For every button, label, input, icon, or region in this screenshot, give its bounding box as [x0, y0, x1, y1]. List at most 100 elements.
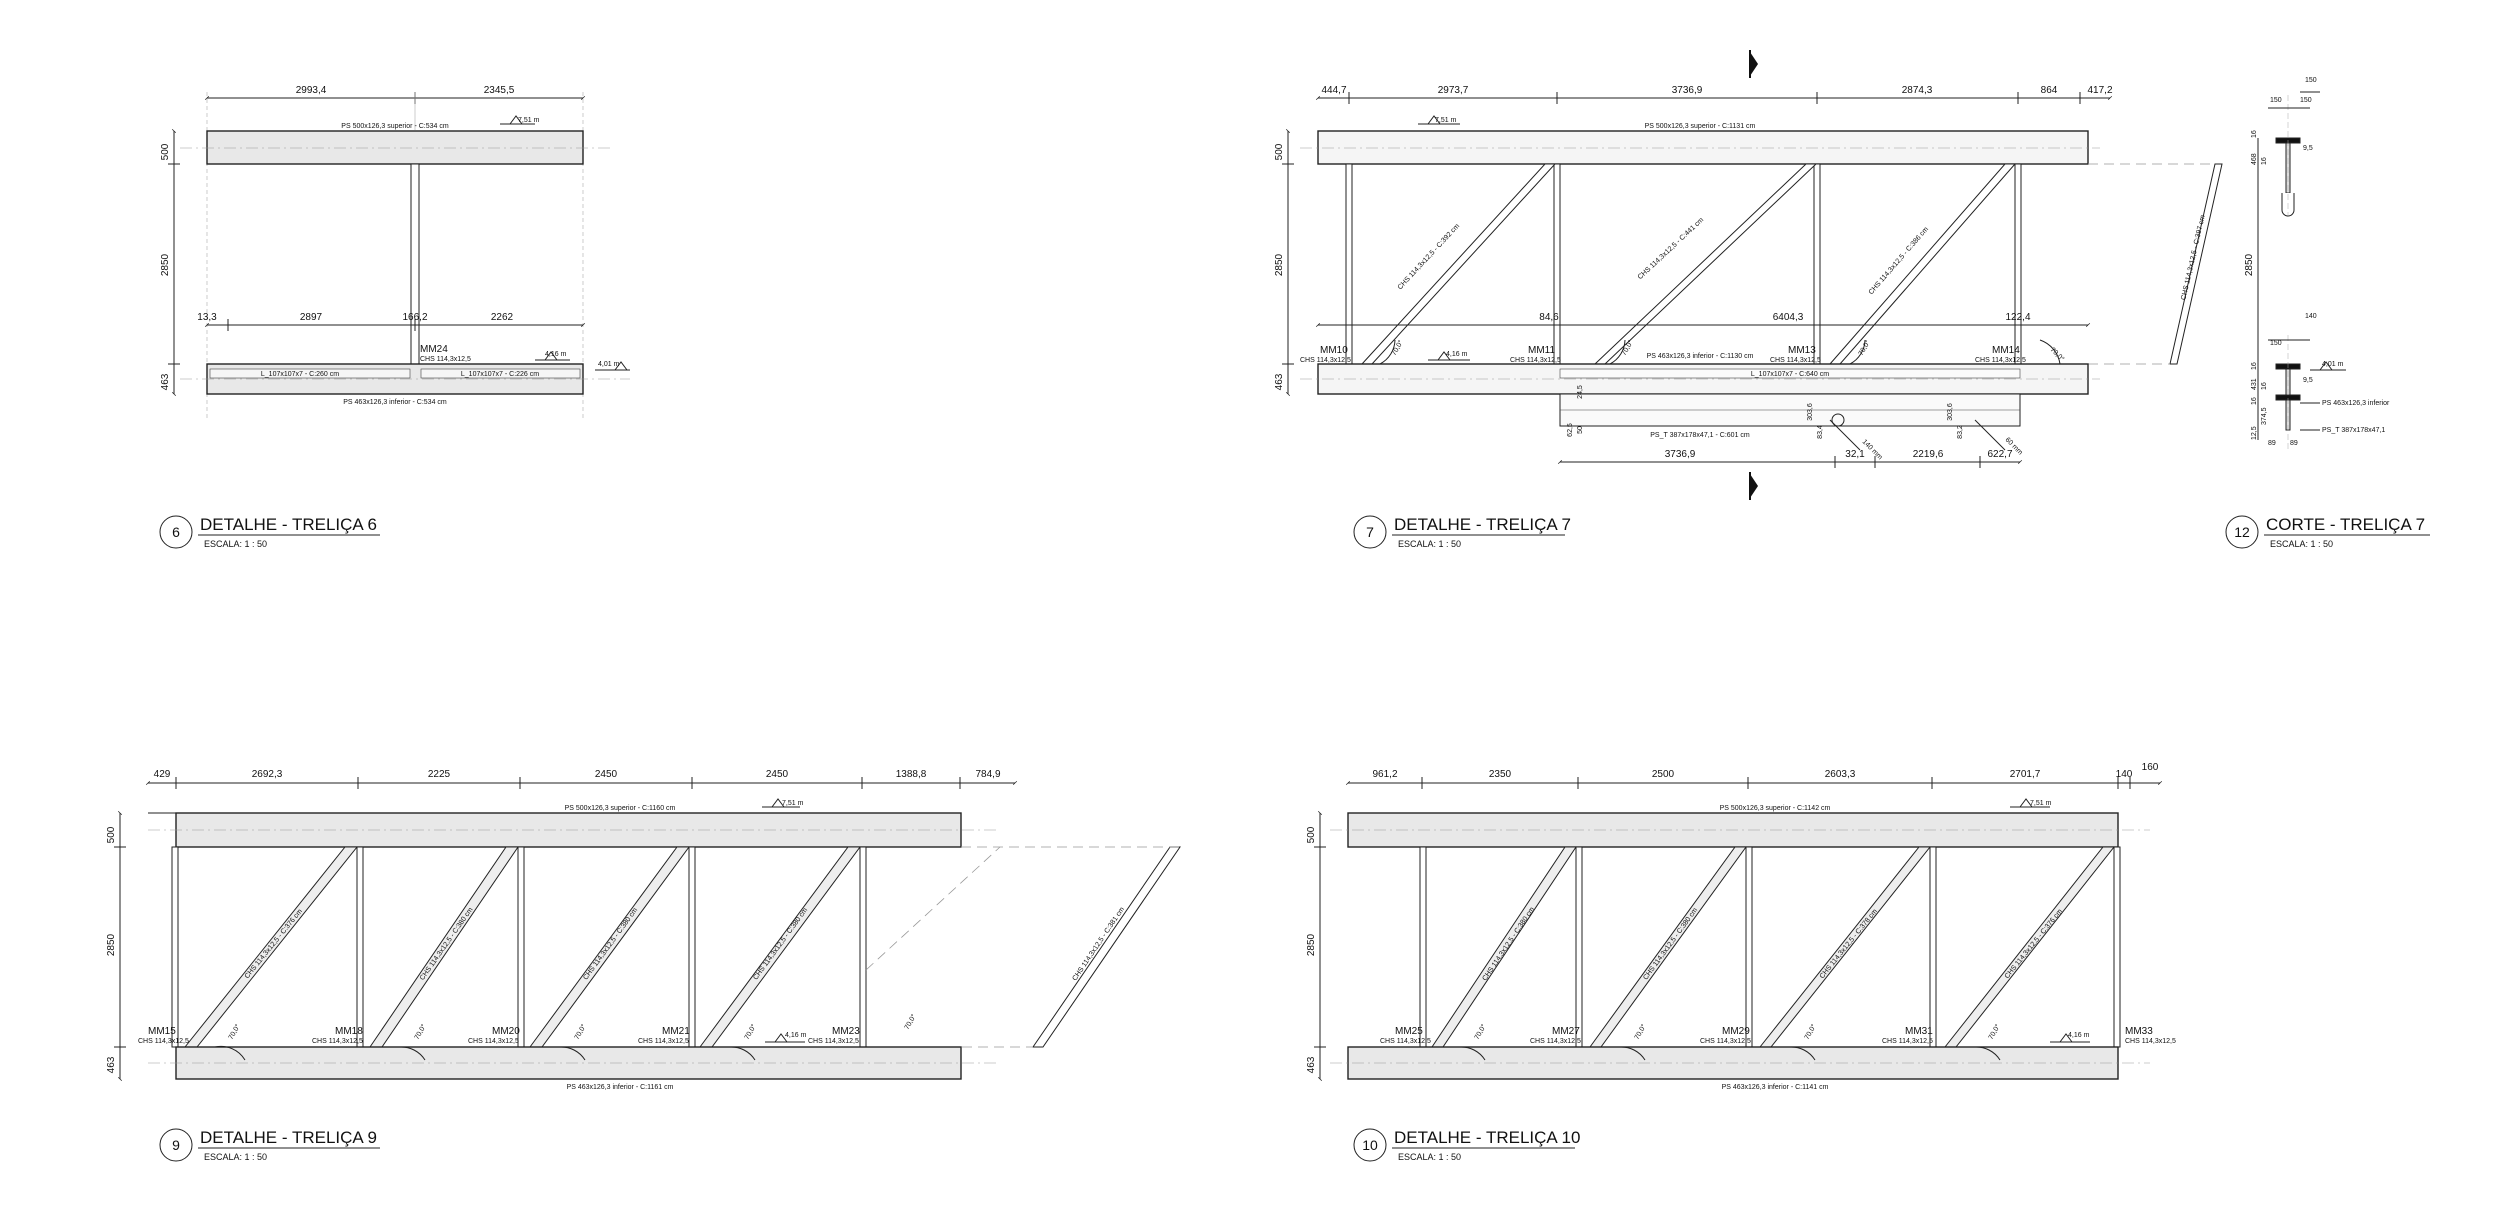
- t6-elev-top: 7,51 m: [518, 117, 540, 124]
- s12-dim-14: 9,5: [2303, 377, 2313, 384]
- t10-mm-3: MM29: [1722, 1026, 1750, 1037]
- t7-dim-top-3: 3736,9: [1672, 85, 1703, 96]
- t7-elev-top: 7,51 m: [1435, 117, 1457, 124]
- t9-top-chord-label: PS 500x126,3 superior - C:1160 cm: [565, 805, 676, 812]
- t10-dim-left-1: 500: [1306, 826, 1317, 843]
- t7-mm-4-spec: CHS 114,3x12,5: [1975, 357, 2026, 364]
- t10-mm-4: MM31: [1905, 1026, 1933, 1037]
- t10-mm-3-spec: CHS 114,3x12,5: [1700, 1038, 1751, 1045]
- t9-mm-1-spec: CHS 114,3x12,5: [138, 1038, 189, 1045]
- t9-mm-4: MM21: [662, 1026, 690, 1037]
- t7-dim-lower-4: 303,6: [1807, 403, 1814, 421]
- t7-dim-mid-2: 6404,3: [1773, 312, 1804, 323]
- t10-dim-top-2: 2350: [1489, 769, 1512, 780]
- truss-10-elevation: [1314, 777, 2163, 1082]
- t7-mm-1: MM10: [1320, 345, 1348, 356]
- t7-title-number: 7: [1366, 524, 1374, 540]
- t7-bottom-chord-label: PS 463x126,3 inferior - C:1130 cm: [1647, 353, 1754, 360]
- t7-mm-3-spec: CHS 114,3x12,5: [1770, 357, 1821, 364]
- t9-title-text: DETALHE - TRELIÇA 9: [200, 1128, 377, 1147]
- s12-dim-7: 9,5: [2303, 145, 2313, 152]
- s12-elev: 4,01 m: [2322, 361, 2344, 368]
- t6-dim-top-2: 2345,5: [484, 85, 515, 96]
- t6-bottom-chord-label: PS 463x126,3 inferior - C:534 cm: [343, 399, 447, 406]
- t6-angle-right-label: L_107x107x7 - C:226 cm: [461, 371, 539, 378]
- s12-dim-10: 150: [2270, 340, 2282, 347]
- s12-dim-2: 150: [2270, 97, 2282, 104]
- s12-dim-8: 2850: [2244, 253, 2255, 276]
- t6-dim-mid-2: 2897: [300, 312, 323, 323]
- truss-6-elevation: [168, 92, 630, 420]
- t9-dim-top-1: 429: [154, 769, 171, 780]
- t9-diag-2: CHS 114,3x12,5 - C:380 cm: [419, 906, 475, 981]
- title-section-12: 12 CORTE - TRELIÇA 7 ESCALA: 1 : 50: [2225, 515, 2430, 549]
- t6-dim-mid-3: 166,2: [402, 312, 427, 323]
- s12-dim-15: 16: [2251, 397, 2258, 405]
- title-truss-6: 6 DETALHE - TRELIÇA 6 ESCALA: 1 : 50: [159, 515, 380, 549]
- t10-diag-4: CHS 114,3x12,5 - C:376 cm: [2004, 908, 2064, 980]
- t9-diag-1: CHS 114,3x12,5 - C:376 cm: [244, 908, 304, 980]
- t7-dim-bottom-2: 32,1: [1845, 449, 1865, 460]
- t7-mm-3: MM13: [1788, 345, 1816, 356]
- t9-elev-bottom: 4,16 m: [785, 1032, 807, 1039]
- t7-mm-1-spec: CHS 114,3x12,5: [1300, 357, 1351, 364]
- t7-dim-top-6: 417,2: [2087, 85, 2112, 96]
- t7-dim-lower-3: 50: [1577, 426, 1584, 434]
- s12-dim-13: 16: [2261, 382, 2268, 390]
- s12-dim-16: 374,5: [2261, 407, 2268, 425]
- t6-top-chord-label: PS 500x126,3 superior - C:534 cm: [341, 123, 449, 130]
- angle-note-t10-1: 70,0°: [1473, 1023, 1488, 1041]
- t7-dim-lower-7: 83,2: [1957, 425, 1964, 439]
- t10-diag-1: CHS 114,3x12,5 - C:380 cm: [1482, 906, 1537, 982]
- t9-dim-top-5: 2450: [766, 769, 789, 780]
- t10-diag-2: CHS 114,3x12,5 - C:380 cm: [1642, 907, 1699, 982]
- t9-mm-3-spec: CHS 114,3x12,5: [468, 1038, 519, 1045]
- s12-dim-3: 150: [2300, 97, 2312, 104]
- s12-title-number: 12: [2234, 524, 2250, 540]
- s12-title-scale: ESCALA: 1 : 50: [2270, 539, 2333, 549]
- t10-elev-top: 7,51 m: [2030, 800, 2052, 807]
- t7-title-text: DETALHE - TRELIÇA 7: [1394, 515, 1571, 534]
- t7-dim-mid-1: 84,6: [1539, 312, 1559, 323]
- t7-dim-lower-1: 24,5: [1577, 385, 1584, 399]
- section-12-labels: 150 150 150 16 468 16 9,5 2850 140 150 1…: [2244, 77, 2390, 447]
- t6-title-text: DETALHE - TRELIÇA 6: [200, 515, 377, 534]
- t6-mm-label: MM24: [420, 344, 448, 355]
- truss-6-labels: 2993,4 2345,5 PS 500x126,3 superior - C:…: [160, 85, 620, 406]
- t9-dim-top-7: 784,9: [975, 769, 1000, 780]
- t6-dim-left-2: 2850: [160, 253, 171, 276]
- t10-top-chord-label: PS 500x126,3 superior - C:1142 cm: [1720, 805, 1831, 812]
- t9-diag-outside: CHS 114,3x12,5 - C:381 cm: [1072, 906, 1127, 982]
- t7-dim-lower-5: 83,4: [1817, 425, 1824, 439]
- t9-dim-left-1: 500: [106, 826, 117, 843]
- t7-dim-bottom-1: 3736,9: [1665, 449, 1696, 460]
- t7-dim-top-5: 864: [2041, 85, 2058, 96]
- t6-angle-left-label: L_107x107x7 - C:260 cm: [261, 371, 339, 378]
- t9-diag-3: CHS 114,3x12,5 - C:380 cm: [582, 907, 639, 982]
- t6-dim-left-3: 463: [160, 373, 171, 390]
- t9-dim-top-3: 2225: [428, 769, 451, 780]
- t10-dim-top-7: 160: [2142, 762, 2159, 773]
- t7-dim-left-3: 463: [1274, 373, 1285, 390]
- t10-mm-5-spec: CHS 114,3x12,5: [2125, 1038, 2176, 1045]
- t6-dim-left-1: 500: [160, 143, 171, 160]
- t7-mm-2-spec: CHS 114,3x12,5: [1510, 357, 1561, 364]
- t10-mm-2-spec: CHS 114,3x12,5: [1530, 1038, 1581, 1045]
- t10-dim-top-4: 2603,3: [1825, 769, 1856, 780]
- angle-notes: 70,0° 70,0° 70,0° 70,0° 70,0° 70,0° 70,0…: [227, 339, 2066, 1041]
- t10-mm-1-spec: CHS 114,3x12,5: [1380, 1038, 1431, 1045]
- t9-dim-left-2: 2850: [106, 933, 117, 956]
- t10-title-scale: ESCALA: 1 : 50: [1398, 1152, 1461, 1162]
- t9-title-number: 9: [172, 1137, 180, 1153]
- t9-dim-top-6: 1388,8: [896, 769, 927, 780]
- angle-note-t10-4: 70,0°: [1987, 1023, 2002, 1041]
- t6-title-scale: ESCALA: 1 : 50: [204, 539, 267, 549]
- angle-note-t10-3: 70,0°: [1803, 1023, 1818, 1041]
- title-truss-10: 10 DETALHE - TRELIÇA 10 ESCALA: 1 : 50: [1353, 1128, 1580, 1162]
- t10-mm-5: MM33: [2125, 1026, 2153, 1037]
- t10-diag-3: CHS 114,3x12,5 - C:378 cm: [1819, 908, 1879, 980]
- s12-title-text: CORTE - TRELIÇA 7: [2266, 515, 2425, 534]
- t7-top-chord-label: PS 500x126,3 superior - C:1131 cm: [1645, 123, 1756, 130]
- t9-dim-top-2: 2692,3: [252, 769, 283, 780]
- t7-dim-bottom-4: 622,7: [1987, 449, 2012, 460]
